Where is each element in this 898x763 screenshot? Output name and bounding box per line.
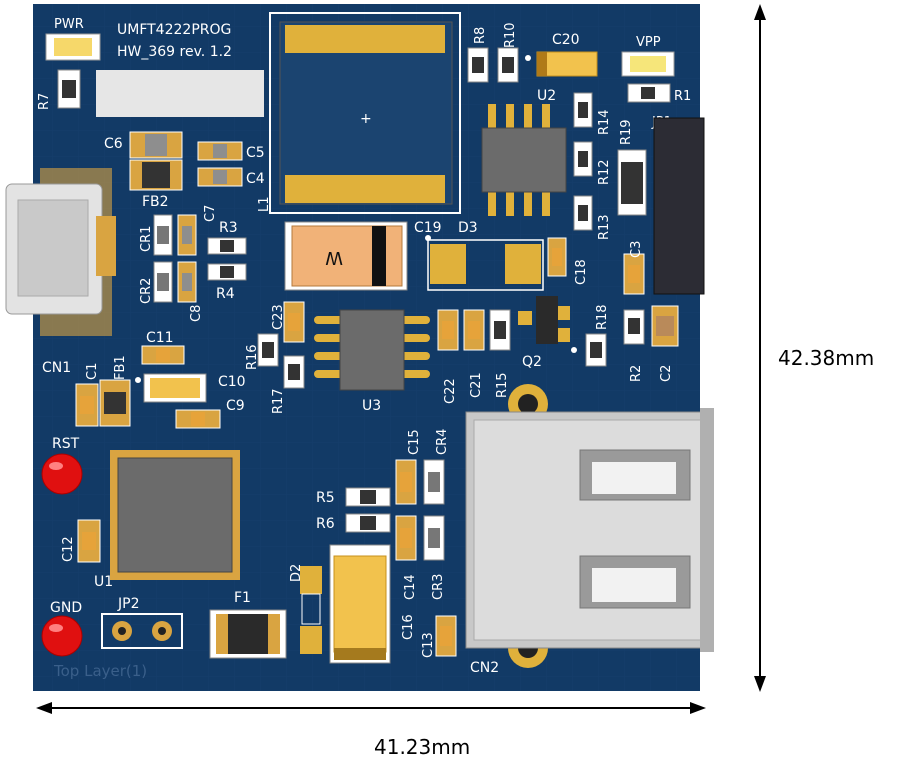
c21-label: C21 — [469, 372, 484, 398]
r16-label: R16 — [245, 344, 260, 370]
cr1-label: CR1 — [139, 226, 154, 252]
cr2-label: CR2 — [139, 278, 154, 304]
r19-label: R19 — [619, 119, 634, 145]
usb-connector-cn1 — [5, 168, 116, 336]
height-dimension — [754, 4, 766, 692]
c13-label: C13 — [421, 632, 436, 658]
c2-label: C2 — [659, 365, 674, 382]
svg-text:+: + — [360, 111, 372, 127]
r17-label: R17 — [271, 388, 286, 414]
c23-label: C23 — [271, 304, 286, 330]
gnd-label: GND — [50, 600, 82, 616]
c18-label: C18 — [574, 259, 589, 285]
r6-label: R6 — [316, 516, 335, 532]
f1-label: F1 — [234, 590, 251, 606]
jp2-label: JP2 — [117, 596, 139, 612]
svg-text:W: W — [325, 247, 343, 268]
ic-u2 — [481, 104, 567, 216]
r15-label: R15 — [495, 372, 510, 398]
c14-label: C14 — [403, 574, 418, 600]
c20-label: C20 — [552, 32, 580, 48]
c9-label: C9 — [226, 398, 245, 414]
r4-label: R4 — [216, 286, 235, 302]
c1-label: C1 — [85, 363, 100, 380]
inductor-l1: + — [269, 12, 461, 214]
ic-u3 — [314, 309, 430, 391]
c19-label: C19 — [414, 220, 442, 236]
r18-label: R18 — [595, 304, 610, 330]
r14-label: R14 — [597, 109, 612, 135]
c16-label: C16 — [401, 614, 416, 640]
board-revision: HW_369 rev. 1.2 — [117, 44, 232, 60]
l1-label: L1 — [257, 196, 272, 212]
c8-label: C8 — [189, 305, 204, 322]
r12-label: R12 — [597, 159, 612, 185]
r2-label: R2 — [629, 365, 644, 382]
pwr-label: PWR — [54, 17, 84, 32]
r1-label: R1 — [674, 89, 691, 104]
cr4-label: CR4 — [435, 429, 450, 455]
u3-label: U3 — [362, 398, 381, 414]
c12-label: C12 — [61, 536, 76, 562]
c10-label: C10 — [218, 374, 246, 390]
c6-label: C6 — [104, 136, 123, 152]
r5-label: R5 — [316, 490, 335, 506]
c7-label: C7 — [203, 205, 218, 222]
c11-label: C11 — [146, 330, 174, 346]
c3-label: C3 — [629, 241, 644, 258]
transistor-q2 — [518, 296, 577, 353]
rst-test-point — [41, 453, 83, 495]
jumper-jp2 — [101, 613, 183, 649]
c22-label: C22 — [443, 378, 458, 404]
height-label: 42.38mm — [778, 346, 874, 370]
q2-label: Q2 — [522, 354, 542, 370]
u1-label: U1 — [94, 574, 113, 590]
cn1-label: CN1 — [42, 360, 71, 376]
vpp-label: VPP — [636, 35, 661, 50]
width-dimension — [36, 702, 706, 714]
tantalum-capacitor — [329, 544, 391, 664]
fb2-label: FB2 — [142, 194, 169, 210]
d3-label: D3 — [458, 220, 478, 236]
c4-label: C4 — [246, 171, 265, 187]
label-area — [96, 70, 264, 117]
c15-label: C15 — [407, 429, 422, 455]
ic-u1 — [110, 450, 240, 580]
usb-connector-cn2 — [465, 384, 714, 668]
jumper-jp1 — [653, 117, 705, 295]
u2-label: U2 — [537, 88, 556, 104]
c5-label: C5 — [246, 145, 265, 161]
diode-d3: W — [284, 221, 408, 291]
r7-label: R7 — [37, 93, 52, 110]
r3-label: R3 — [219, 220, 238, 236]
width-label: 41.23mm — [374, 735, 470, 759]
rst-label: RST — [52, 436, 80, 452]
top-layer-label: Top Layer(1) — [53, 662, 147, 680]
r13-label: R13 — [597, 214, 612, 240]
cr3-label: CR3 — [431, 574, 446, 600]
gnd-test-point — [41, 615, 83, 657]
board-title: UMFT4222PROG — [117, 22, 231, 38]
r8-label: R8 — [473, 27, 488, 44]
fb1-label: FB1 — [113, 355, 128, 380]
r10-label: R10 — [503, 22, 518, 48]
cn2-label: CN2 — [470, 660, 499, 676]
